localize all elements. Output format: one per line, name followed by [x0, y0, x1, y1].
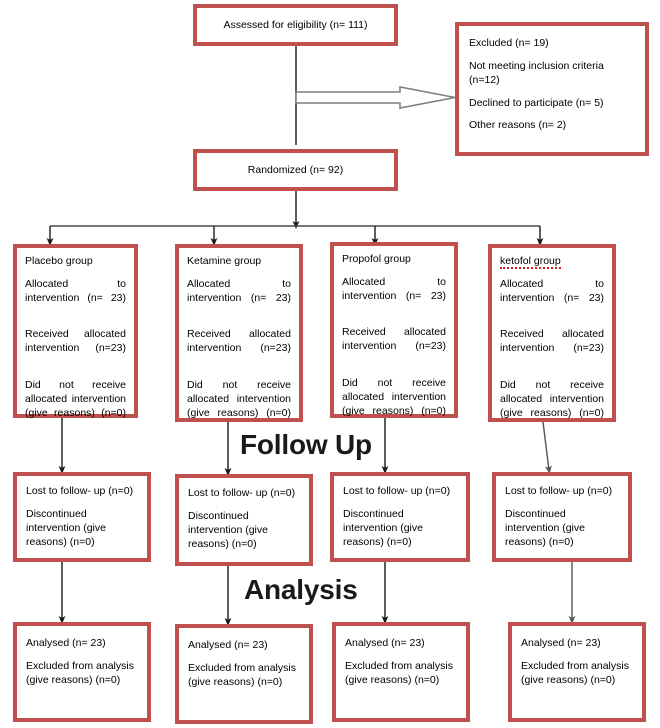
- spacer: [25, 370, 126, 379]
- allocation-received-text: Received allocated intervention (n=23): [187, 328, 291, 355]
- spacer: [469, 51, 635, 60]
- randomized-text: Randomized (n= 92): [247, 164, 344, 176]
- analysis-excluded-text: Excluded from analysis (give reasons) (n…: [345, 659, 453, 686]
- followup-lost-text: Lost to follow- up (n=0): [343, 485, 451, 497]
- followup-lost-text: Lost to follow- up (n=0): [188, 487, 296, 499]
- spacer: [521, 651, 633, 660]
- allocation-group-label: Placebo group: [25, 255, 93, 267]
- followup-lost-text: Lost to follow- up (n=0): [26, 485, 134, 497]
- spacer: [25, 319, 126, 328]
- analysis-analysed-text: Analysed (n= 23): [188, 639, 268, 651]
- spacer: [26, 651, 138, 660]
- allocation-received-text: Received allocated intervention (n=23): [342, 326, 446, 353]
- followup-discontinued-text: Discontinued intervention (give reasons)…: [505, 507, 585, 548]
- spacer: [26, 499, 138, 508]
- allocation-received-text: Received allocated intervention (n=23): [25, 328, 126, 355]
- stage-label-follow-up: Follow Up: [240, 429, 372, 460]
- allocation-allocated-text: Allocated to intervention (n= 23): [500, 277, 604, 304]
- allocation-group-label: Propofol group: [342, 253, 411, 265]
- spacer: [505, 499, 619, 508]
- box-allocation-placebo[interactable]: Placebo group Allocated to intervention …: [13, 244, 138, 419]
- box-randomized[interactable]: Randomized (n= 92): [193, 149, 398, 191]
- spacer: [342, 368, 446, 377]
- box-followup-ketofol[interactable]: Lost to follow- up (n=0) Discontinued in…: [492, 472, 632, 562]
- spacer: [469, 110, 635, 119]
- analysis-analysed-text: Analysed (n= 23): [521, 637, 601, 649]
- allocation-group-label: ketofol group: [500, 255, 604, 269]
- box-allocation-propofol[interactable]: Propofol group Allocated to intervention…: [330, 242, 458, 418]
- box-followup-placebo[interactable]: Lost to follow- up (n=0) Discontinued in…: [13, 472, 151, 562]
- allocation-not-received-text: Did not receive allocated intervention (…: [25, 379, 126, 419]
- spacer: [500, 370, 604, 379]
- allocation-received-text: Received allocated intervention (n=23): [500, 328, 604, 355]
- connector-spine-to-excluded-blockarrow: [295, 86, 456, 109]
- box-followup-propofol[interactable]: Lost to follow- up (n=0) Discontinued in…: [330, 472, 470, 562]
- spacer: [345, 651, 457, 660]
- followup-discontinued-text: Discontinued intervention (give reasons)…: [343, 507, 423, 548]
- allocation-allocated-text: Allocated to intervention (n= 23): [342, 275, 446, 302]
- spacer: [500, 269, 604, 278]
- spacer: [469, 88, 635, 97]
- box-followup-ketamine[interactable]: Lost to follow- up (n=0) Discontinued in…: [175, 474, 313, 566]
- spacer: [500, 319, 604, 328]
- analysis-analysed-text: Analysed (n= 23): [345, 637, 425, 649]
- box-allocation-ketamine[interactable]: Ketamine group Allocated to intervention…: [175, 244, 303, 422]
- spacer: [188, 501, 300, 510]
- box-analysis-ketamine[interactable]: Analysed (n= 23) Excluded from analysis …: [175, 624, 313, 724]
- followup-discontinued-text: Discontinued intervention (give reasons)…: [26, 507, 106, 548]
- box-allocation-ketofol[interactable]: ketofol group Allocated to intervention …: [488, 244, 616, 422]
- box-excluded[interactable]: Excluded (n= 19) Not meeting inclusion c…: [455, 22, 649, 156]
- spacer: [25, 269, 126, 278]
- allocation-not-received-text: Did not receive allocated intervention (…: [500, 379, 604, 419]
- allocation-allocated-text: Allocated to intervention (n= 23): [187, 277, 291, 304]
- assessed-text: Assessed for eligibility (n= 111): [223, 19, 368, 31]
- excluded-line-1: Not meeting inclusion criteria (n=12): [469, 59, 604, 86]
- spacer: [187, 370, 291, 379]
- analysis-analysed-text: Analysed (n= 23): [26, 637, 106, 649]
- box-analysis-placebo[interactable]: Analysed (n= 23) Excluded from analysis …: [13, 622, 151, 722]
- allocation-not-received-text: Did not receive allocated intervention (…: [187, 379, 291, 419]
- box-analysis-ketofol[interactable]: Analysed (n= 23) Excluded from analysis …: [508, 622, 646, 722]
- spacer: [342, 267, 446, 276]
- excluded-line-0: Excluded (n= 19): [469, 37, 549, 49]
- followup-discontinued-text: Discontinued intervention (give reasons)…: [188, 509, 268, 550]
- spacer: [343, 499, 457, 508]
- spacer: [187, 269, 291, 278]
- spacer: [188, 653, 300, 662]
- spacer: [187, 319, 291, 328]
- analysis-excluded-text: Excluded from analysis (give reasons) (n…: [521, 659, 629, 686]
- analysis-excluded-text: Excluded from analysis (give reasons) (n…: [188, 661, 296, 688]
- box-assessed-for-eligibility[interactable]: Assessed for eligibility (n= 111): [193, 4, 398, 46]
- excluded-line-3: Other reasons (n= 2): [469, 119, 567, 132]
- followup-lost-text: Lost to follow- up (n=0): [505, 485, 613, 497]
- misspelled-word: ketofol group: [500, 255, 561, 269]
- analysis-excluded-text: Excluded from analysis (give reasons) (n…: [26, 659, 134, 686]
- allocation-group-label: Ketamine group: [187, 255, 262, 267]
- allocation-not-received-text: Did not receive allocated intervention (…: [342, 377, 446, 417]
- box-analysis-propofol[interactable]: Analysed (n= 23) Excluded from analysis …: [332, 622, 470, 722]
- allocation-allocated-text: Allocated to intervention (n= 23): [25, 277, 126, 304]
- excluded-line-2: Declined to participate (n= 5): [469, 96, 604, 109]
- spacer: [342, 317, 446, 326]
- stage-label-analysis: Analysis: [244, 574, 358, 605]
